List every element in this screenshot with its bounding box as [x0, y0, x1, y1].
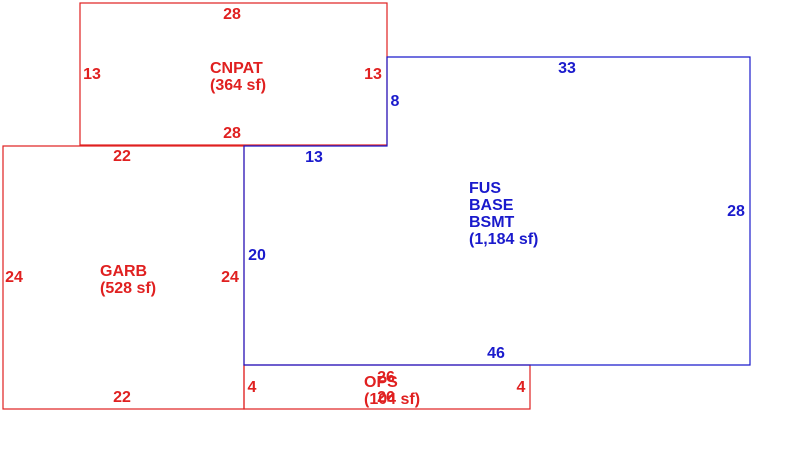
fus-dim-left: 20 — [248, 247, 266, 264]
ops-dim-left: 4 — [248, 379, 257, 396]
fus-code-line-1: FUS — [469, 180, 501, 197]
garb-dim-top: 22 — [113, 148, 131, 165]
fus-dim-top: 33 — [558, 60, 576, 77]
garb-dim-left: 24 — [5, 269, 23, 286]
garb-code-label: GARB — [100, 263, 147, 280]
ops-dim-top: 26 — [377, 369, 395, 386]
fus-area-label: (1,184 sf) — [469, 231, 538, 248]
fus-dim-upper-left: 8 — [391, 93, 400, 110]
fus-dim-right: 28 — [727, 203, 745, 220]
fus-dim-bottom: 46 — [487, 345, 505, 362]
cnpat-code-label: CNPAT — [210, 60, 263, 77]
ops-area-label: (104 sf) — [364, 391, 420, 408]
fus-code-line-3: BSMT — [469, 214, 515, 231]
fus-code-line-2: BASE — [469, 197, 514, 214]
cnpat-dim-bottom: 28 — [223, 125, 241, 142]
fus-outline[interactable] — [243, 56, 751, 366]
cnpat-dim-top: 28 — [223, 6, 241, 23]
garb-area-label: (528 sf) — [100, 280, 156, 297]
cnpat-dim-right: 13 — [364, 66, 382, 83]
cnpat-dim-left: 13 — [83, 66, 101, 83]
ops-dim-right: 4 — [517, 379, 526, 396]
garb-dim-right: 24 — [221, 269, 239, 286]
ops-dim-bottom: 26 — [377, 389, 395, 406]
fus-dim-notch-top: 13 — [305, 149, 323, 166]
ops-code-label: OPS — [364, 374, 398, 391]
cnpat-area-label: (364 sf) — [210, 77, 266, 94]
garb-dim-bottom: 22 — [113, 389, 131, 406]
